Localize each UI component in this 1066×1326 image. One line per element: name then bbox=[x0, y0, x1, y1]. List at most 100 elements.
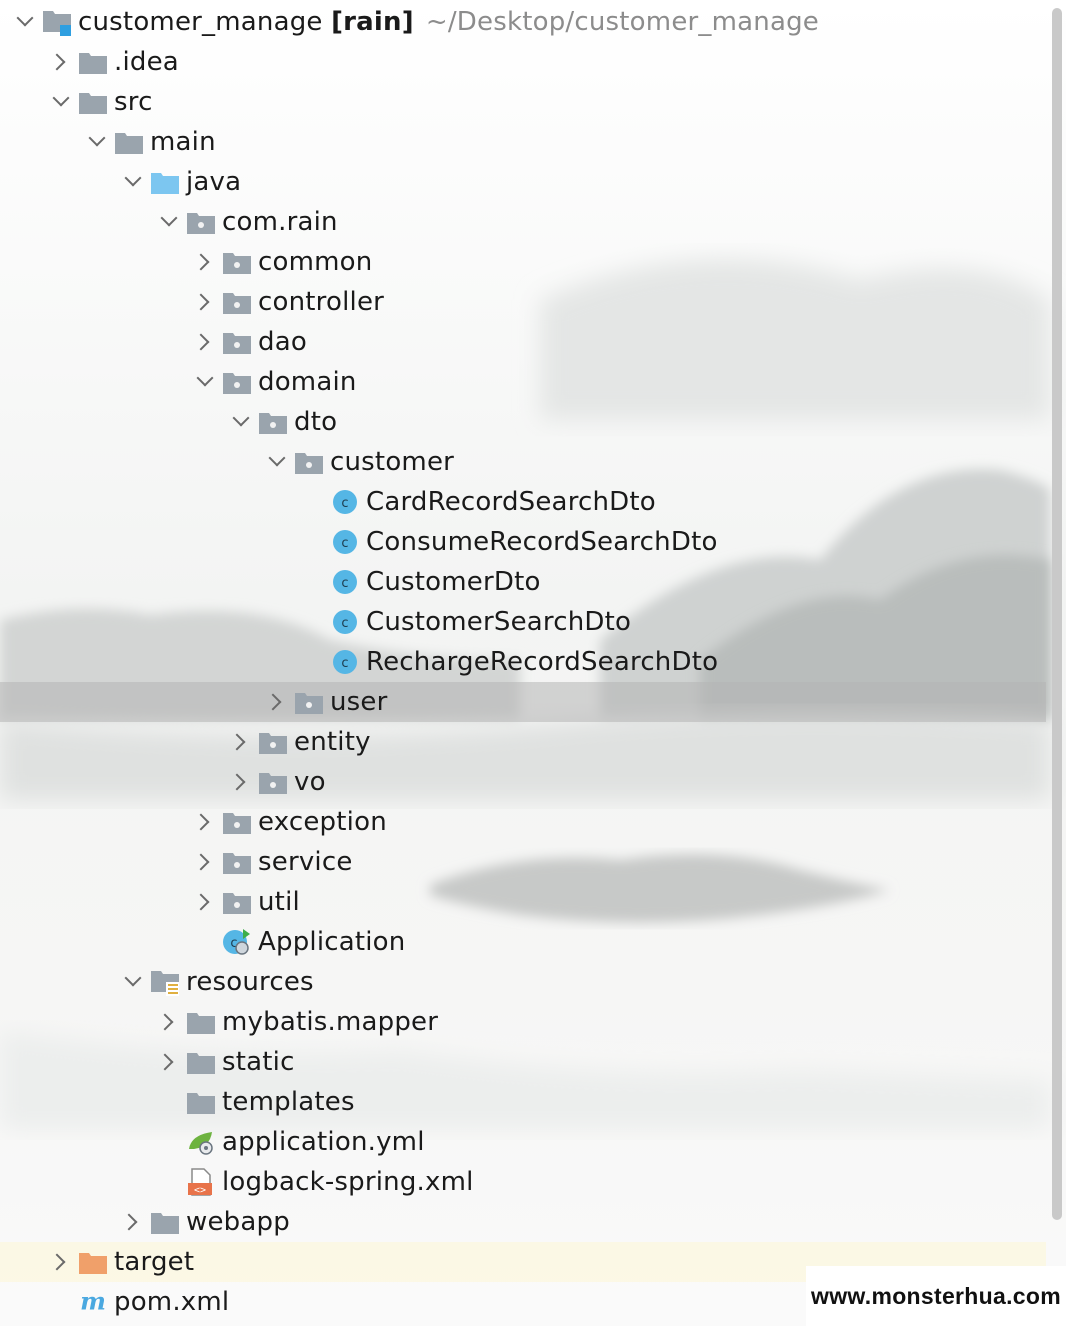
tree-node-templates[interactable]: templates bbox=[0, 1082, 1046, 1122]
chevron-right-icon[interactable] bbox=[258, 682, 294, 722]
class-icon: c bbox=[330, 527, 360, 557]
vertical-scrollbar[interactable] bbox=[1052, 8, 1062, 1220]
tree-node-src[interactable]: src bbox=[0, 82, 1046, 122]
tree-node-user[interactable]: user bbox=[0, 682, 1046, 722]
arrow-spacer bbox=[186, 922, 222, 962]
class-icon: c bbox=[330, 607, 360, 637]
tree-node-mybatis-mapper[interactable]: mybatis.mapper bbox=[0, 1002, 1046, 1042]
tree-node-label: mybatis.mapper bbox=[222, 1007, 439, 1037]
tree-node-application-yml[interactable]: application.yml bbox=[0, 1122, 1046, 1162]
svg-text:c: c bbox=[341, 576, 348, 591]
package-icon bbox=[258, 727, 288, 757]
chevron-right-icon[interactable] bbox=[186, 282, 222, 322]
tree-node-vo[interactable]: vo bbox=[0, 762, 1046, 802]
module-folder-icon bbox=[42, 7, 72, 37]
chevron-down-icon[interactable] bbox=[78, 122, 114, 162]
tree-node-label: vo bbox=[294, 767, 326, 797]
folder-icon bbox=[150, 1207, 180, 1237]
arrow-spacer bbox=[42, 1282, 78, 1322]
xml-file-icon: <> bbox=[186, 1167, 216, 1197]
tree-node-common[interactable]: common bbox=[0, 242, 1046, 282]
tree-node-label: common bbox=[258, 247, 373, 277]
package-icon bbox=[258, 767, 288, 797]
chevron-right-icon[interactable] bbox=[150, 1042, 186, 1082]
tree-node-customersearchdto[interactable]: c CustomerSearchDto bbox=[0, 602, 1046, 642]
tree-node-resources[interactable]: resources bbox=[0, 962, 1046, 1002]
tree-node-util[interactable]: util bbox=[0, 882, 1046, 922]
tree-node-domain[interactable]: domain bbox=[0, 362, 1046, 402]
chevron-right-icon[interactable] bbox=[222, 722, 258, 762]
tree-node-static[interactable]: static bbox=[0, 1042, 1046, 1082]
watermark: www.monsterhua.com bbox=[806, 1266, 1066, 1326]
tree-node-main[interactable]: main bbox=[0, 122, 1046, 162]
tree-node-label: webapp bbox=[186, 1207, 290, 1237]
watermark-text: www.monsterhua.com bbox=[811, 1282, 1061, 1309]
tree-node-label: CustomerSearchDto bbox=[366, 607, 632, 637]
tree-node-webapp[interactable]: webapp bbox=[0, 1202, 1046, 1242]
chevron-right-icon[interactable] bbox=[186, 882, 222, 922]
chevron-right-icon[interactable] bbox=[114, 1202, 150, 1242]
package-icon bbox=[258, 407, 288, 437]
class-icon: c bbox=[330, 647, 360, 677]
chevron-right-icon[interactable] bbox=[222, 762, 258, 802]
chevron-right-icon[interactable] bbox=[186, 322, 222, 362]
chevron-down-icon[interactable] bbox=[222, 402, 258, 442]
tree-node-label: resources bbox=[186, 967, 314, 997]
tree-node-label: com.rain bbox=[222, 207, 338, 237]
chevron-down-icon[interactable] bbox=[114, 162, 150, 202]
tree-node-label: user bbox=[330, 687, 388, 717]
tree-node-service[interactable]: service bbox=[0, 842, 1046, 882]
chevron-right-icon[interactable] bbox=[186, 802, 222, 842]
tree-node-exception[interactable]: exception bbox=[0, 802, 1046, 842]
chevron-down-icon[interactable] bbox=[186, 362, 222, 402]
package-icon bbox=[222, 367, 252, 397]
tree-node-controller[interactable]: controller bbox=[0, 282, 1046, 322]
chevron-right-icon[interactable] bbox=[42, 42, 78, 82]
svg-text:c: c bbox=[341, 616, 348, 631]
arrow-spacer bbox=[294, 602, 330, 642]
project-path: ~/Desktop/customer_manage bbox=[425, 7, 819, 37]
tree-node-dao[interactable]: dao bbox=[0, 322, 1046, 362]
chevron-down-icon[interactable] bbox=[114, 962, 150, 1002]
chevron-down-icon[interactable] bbox=[42, 82, 78, 122]
arrow-spacer bbox=[150, 1162, 186, 1202]
tree-node-com-rain[interactable]: com.rain bbox=[0, 202, 1046, 242]
tree-node-customer-manage[interactable]: customer_manage [rain]~/Desktop/customer… bbox=[0, 2, 1046, 42]
svg-text:c: c bbox=[230, 936, 237, 951]
package-icon bbox=[186, 207, 216, 237]
tree-node-logback-spring-xml[interactable]: <>logback-spring.xml bbox=[0, 1162, 1046, 1202]
chevron-down-icon[interactable] bbox=[6, 2, 42, 42]
package-icon bbox=[222, 887, 252, 917]
chevron-right-icon[interactable] bbox=[186, 842, 222, 882]
tree-node-label: java bbox=[186, 167, 242, 197]
chevron-down-icon[interactable] bbox=[258, 442, 294, 482]
folder-icon bbox=[186, 1047, 216, 1077]
folder-icon bbox=[114, 127, 144, 157]
tree-node-label: static bbox=[222, 1047, 295, 1077]
svg-text:c: c bbox=[341, 656, 348, 671]
chevron-right-icon[interactable] bbox=[150, 1002, 186, 1042]
chevron-down-icon[interactable] bbox=[150, 202, 186, 242]
tree-node-label: exception bbox=[258, 807, 387, 837]
tree-node-entity[interactable]: entity bbox=[0, 722, 1046, 762]
folder-icon bbox=[186, 1007, 216, 1037]
tree-node-label: customer_manage [rain]~/Desktop/customer… bbox=[78, 2, 819, 42]
package-icon bbox=[222, 327, 252, 357]
tree-node-label: src bbox=[114, 87, 153, 117]
tree-node-customer[interactable]: customer bbox=[0, 442, 1046, 482]
arrow-spacer bbox=[294, 642, 330, 682]
tree-node-idea[interactable]: .idea bbox=[0, 42, 1046, 82]
chevron-right-icon[interactable] bbox=[42, 1242, 78, 1282]
tree-node-dto[interactable]: dto bbox=[0, 402, 1046, 442]
excluded-folder-icon bbox=[78, 1247, 108, 1277]
package-icon bbox=[294, 447, 324, 477]
chevron-right-icon[interactable] bbox=[186, 242, 222, 282]
tree-node-java[interactable]: java bbox=[0, 162, 1046, 202]
